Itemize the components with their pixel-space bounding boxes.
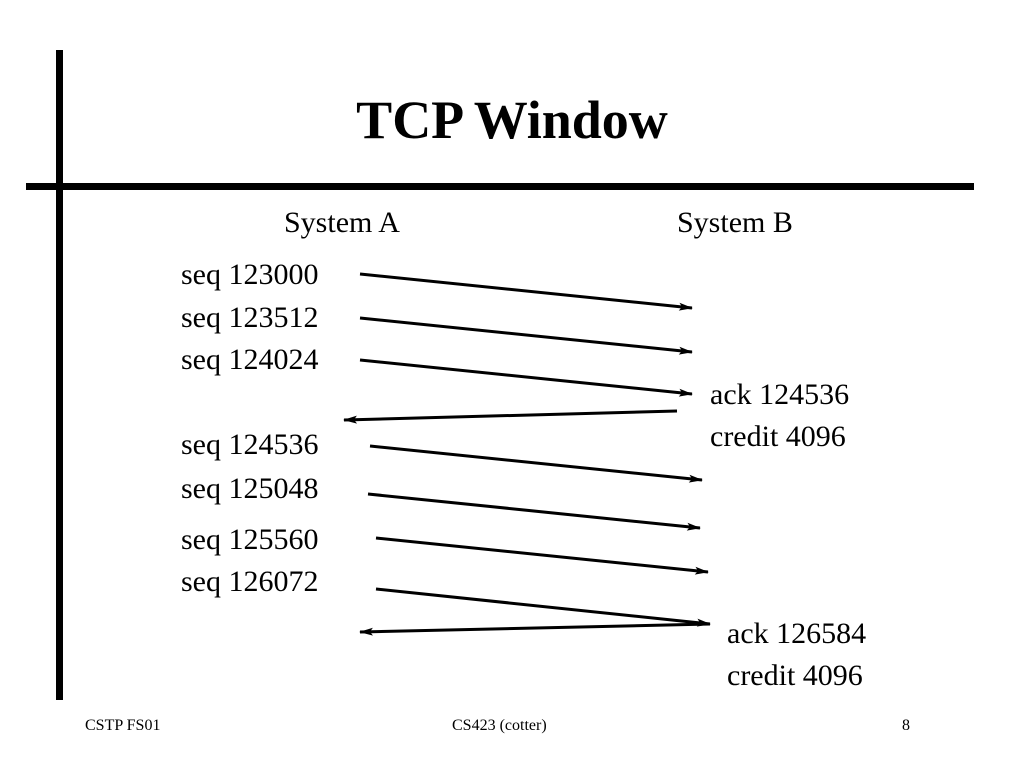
ack-label: ack 124536 [710, 378, 850, 411]
slide-title: TCP Window [356, 90, 668, 150]
credit-label: credit 4096 [727, 659, 863, 692]
system-a-label: System A [284, 206, 400, 239]
seq-label: seq 124024 [181, 343, 319, 376]
segment-arrow [369, 444, 703, 483]
segment-arrow [367, 492, 701, 531]
segment-arrow [375, 587, 711, 627]
segment-arrow [375, 536, 709, 575]
seq-label: seq 124536 [181, 428, 319, 461]
credit-label: credit 4096 [710, 420, 846, 453]
seq-label: seq 126072 [181, 565, 319, 598]
segment-arrow [359, 272, 693, 311]
vertical-rule [56, 50, 63, 700]
footer-left: CSTP FS01 [85, 717, 161, 734]
segment-arrow [359, 358, 693, 397]
ack-arrow [343, 409, 678, 424]
seq-label: seq 123000 [181, 258, 319, 291]
seq-label: seq 125560 [181, 523, 319, 556]
ack-label: ack 126584 [727, 617, 867, 650]
page-number: 8 [902, 717, 910, 734]
ack-arrow [359, 622, 711, 636]
seq-label: seq 125048 [181, 472, 319, 505]
system-b-label: System B [677, 206, 793, 239]
seq-label: seq 123512 [181, 301, 319, 334]
segment-arrow [359, 316, 693, 355]
footer-center: CS423 (cotter) [452, 717, 547, 734]
horizontal-rule [26, 183, 974, 190]
